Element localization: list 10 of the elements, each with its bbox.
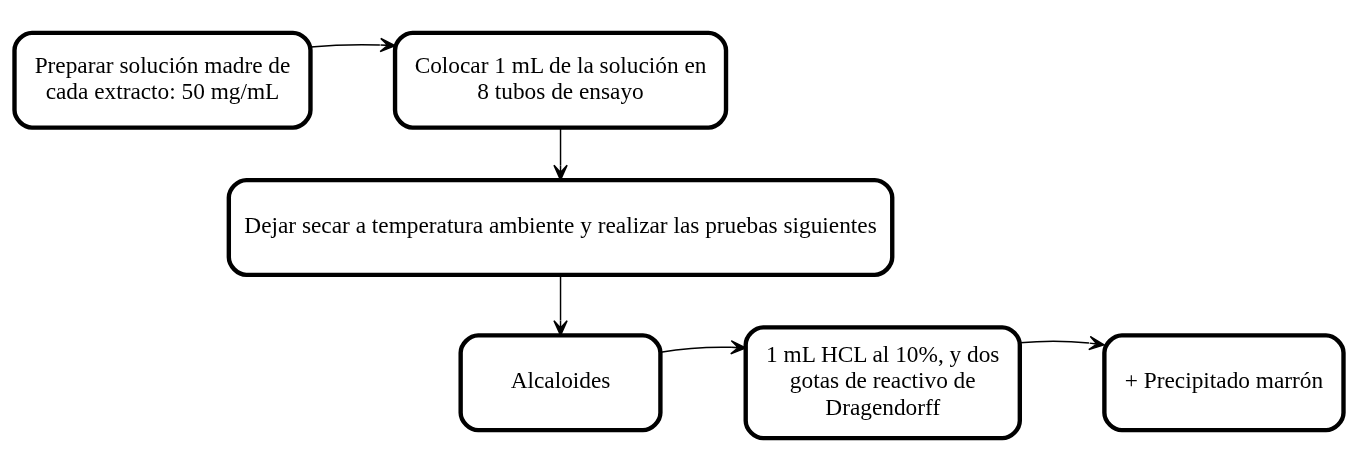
node-box: Dejar secar a temperatura ambiente y realizar las pruebas siguientes <box>226 177 895 277</box>
arrow <box>553 126 568 181</box>
node-box: Alcaloides <box>458 332 663 432</box>
node-box: 1 mL HCL al 10%, y dos gotas de reactivo de Dragendorff <box>743 324 1022 440</box>
arrow <box>1019 335 1105 350</box>
arrow <box>309 37 396 52</box>
arrow <box>659 339 747 355</box>
node-box: + Precipitado marrón <box>1102 332 1346 432</box>
node-box: Preparar solución madre de cada extracto: 50 mg/mL <box>12 30 313 130</box>
node-box: Colocar 1 mL de la solución en 8 tubos de ensayo <box>392 30 729 130</box>
